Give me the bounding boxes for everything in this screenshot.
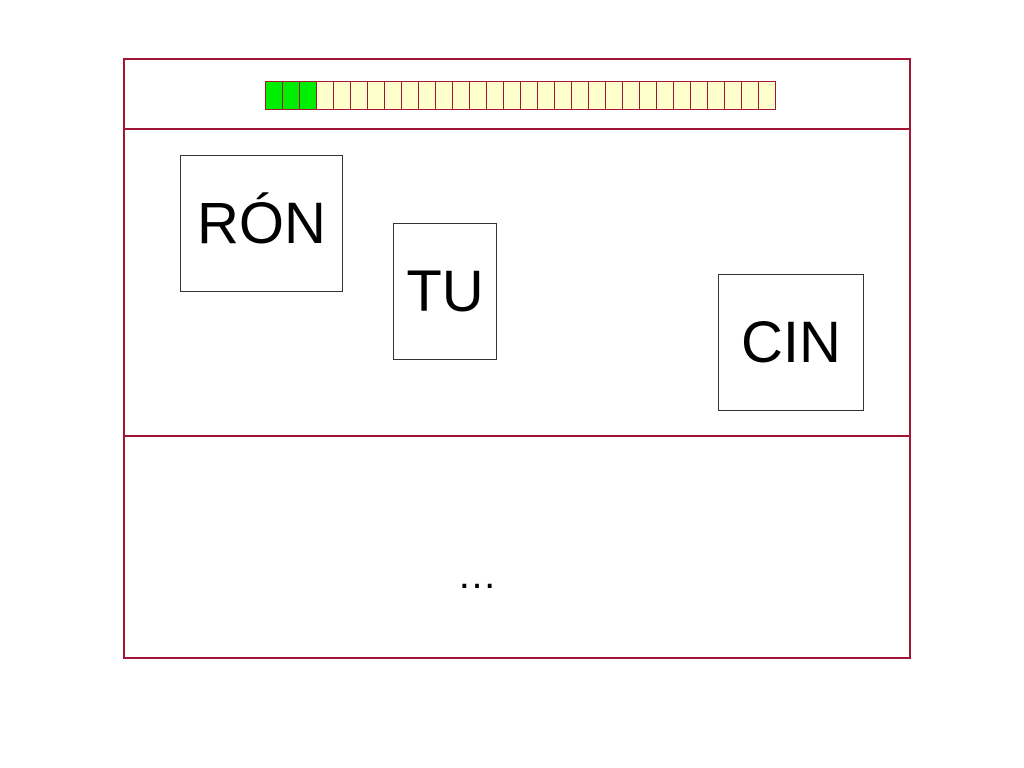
progress-cell-pending (742, 81, 759, 110)
progress-cell-pending (674, 81, 691, 110)
progress-cell-pending (351, 81, 368, 110)
progress-cell-pending (759, 81, 776, 110)
progress-cell-pending (487, 81, 504, 110)
syllable-area: RÓN TU CIN (125, 130, 909, 437)
answer-placeholder: … (457, 553, 497, 597)
progress-cell-pending (589, 81, 606, 110)
syllable-tile-ron[interactable]: RÓN (180, 155, 343, 292)
progress-cell-pending (521, 81, 538, 110)
progress-cell-pending (572, 81, 589, 110)
progress-cell-done (266, 81, 283, 110)
progress-cell-done (283, 81, 300, 110)
game-frame: RÓN TU CIN … (123, 58, 911, 659)
progress-cell-pending (402, 81, 419, 110)
progress-cell-pending (504, 81, 521, 110)
progress-cell-pending (725, 81, 742, 110)
progress-cell-pending (623, 81, 640, 110)
progress-header (125, 60, 909, 130)
progress-cell-pending (606, 81, 623, 110)
progress-cell-pending (419, 81, 436, 110)
progress-cell-pending (708, 81, 725, 110)
progress-cell-pending (436, 81, 453, 110)
progress-cell-pending (385, 81, 402, 110)
progress-bar (265, 81, 776, 110)
syllable-tile-tu[interactable]: TU (393, 223, 497, 360)
progress-cell-pending (334, 81, 351, 110)
progress-cell-done (300, 81, 317, 110)
progress-cell-pending (555, 81, 572, 110)
progress-cell-pending (368, 81, 385, 110)
progress-cell-pending (317, 81, 334, 110)
progress-cell-pending (691, 81, 708, 110)
syllable-tile-cin[interactable]: CIN (718, 274, 864, 411)
progress-cell-pending (470, 81, 487, 110)
answer-area[interactable]: … (125, 437, 909, 657)
progress-cell-pending (538, 81, 555, 110)
progress-cell-pending (640, 81, 657, 110)
progress-cell-pending (453, 81, 470, 110)
progress-cell-pending (657, 81, 674, 110)
